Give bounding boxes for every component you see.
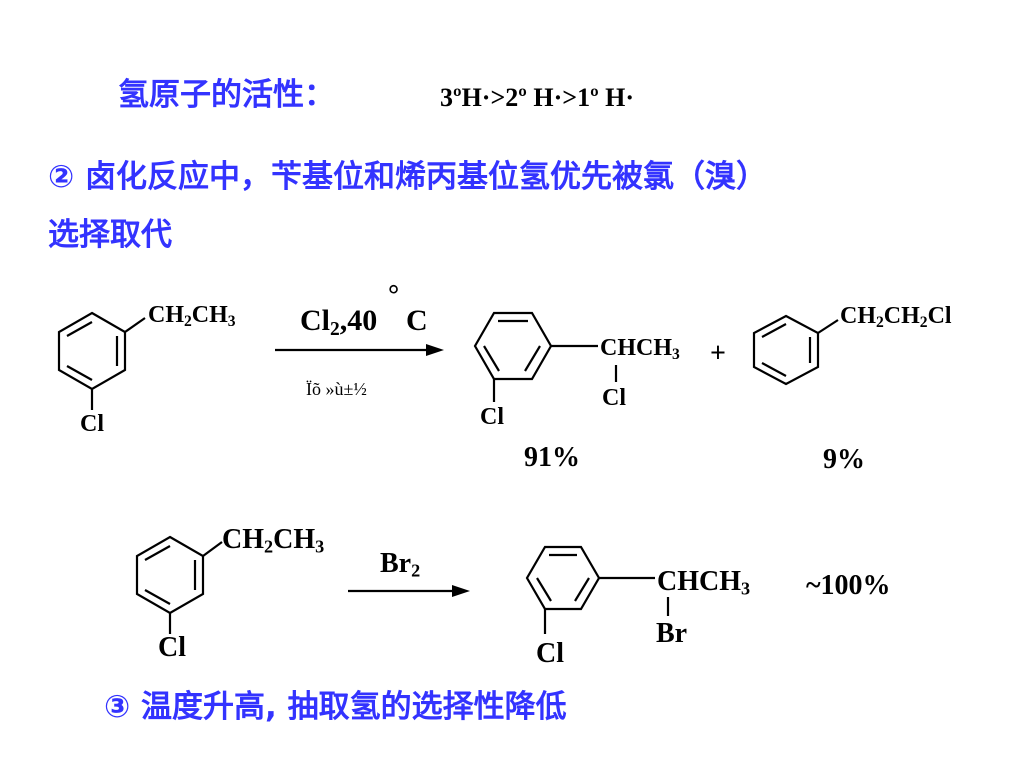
point-2-line-1: ② 卤化反应中，苄基位和烯丙基位氢优先被氯（溴） (48, 159, 768, 195)
point-2-line-2: 选择取代 (48, 217, 172, 253)
r1-plus-sign: + (710, 338, 726, 369)
r1-reactant-chloro: Cl (80, 411, 104, 437)
r2-reagent: Br2 (380, 548, 421, 581)
r1-reagent: Cl2,40 (300, 304, 378, 340)
r2-reactant-ethyl: CH2CH3 (222, 524, 325, 557)
r1-reactant-ethyl: CH2CH3 (148, 302, 236, 330)
r1-product1-yield: 91% (524, 442, 580, 473)
r1-product1-ring-chloro: Cl (480, 404, 504, 430)
r1-reagent-degree: ° (388, 280, 400, 311)
r1-product1-chain: CHCH3 (600, 335, 680, 363)
reaction-1-arrow-head (426, 344, 444, 356)
r1-reagent-below: Ïõ »ù±½ (306, 379, 367, 399)
activity-order: 3ºH·>2º H·>1º H· (440, 83, 635, 112)
r2-yield: ~100% (806, 570, 891, 601)
r2-product-chain: CHCH3 (657, 566, 751, 599)
r1-product2-chain: CH2CH2Cl (840, 303, 952, 331)
r2-reactant-chloro: Cl (158, 632, 186, 663)
benzene-ring-r2-reactant (135, 535, 223, 634)
r1-product1-side-chloro: Cl (602, 385, 626, 411)
benzene-ring-r1-reactant (57, 311, 146, 410)
r2-product-bromo: Br (656, 618, 688, 649)
r1-product2-yield: 9% (823, 444, 865, 475)
benzene-ring-r1-product2 (752, 314, 839, 386)
point-3: ③ 温度升高, 抽取氢的选择性降低 (104, 689, 567, 725)
benzene-ring-r1-product1 (473, 311, 618, 402)
activity-label: 氢原子的活性： (118, 77, 335, 113)
r2-product-chloro: Cl (536, 638, 564, 669)
reaction-2-arrow-head (452, 585, 470, 597)
r1-reagent-unit: C (406, 304, 428, 337)
benzene-ring-r2-product (525, 545, 670, 634)
